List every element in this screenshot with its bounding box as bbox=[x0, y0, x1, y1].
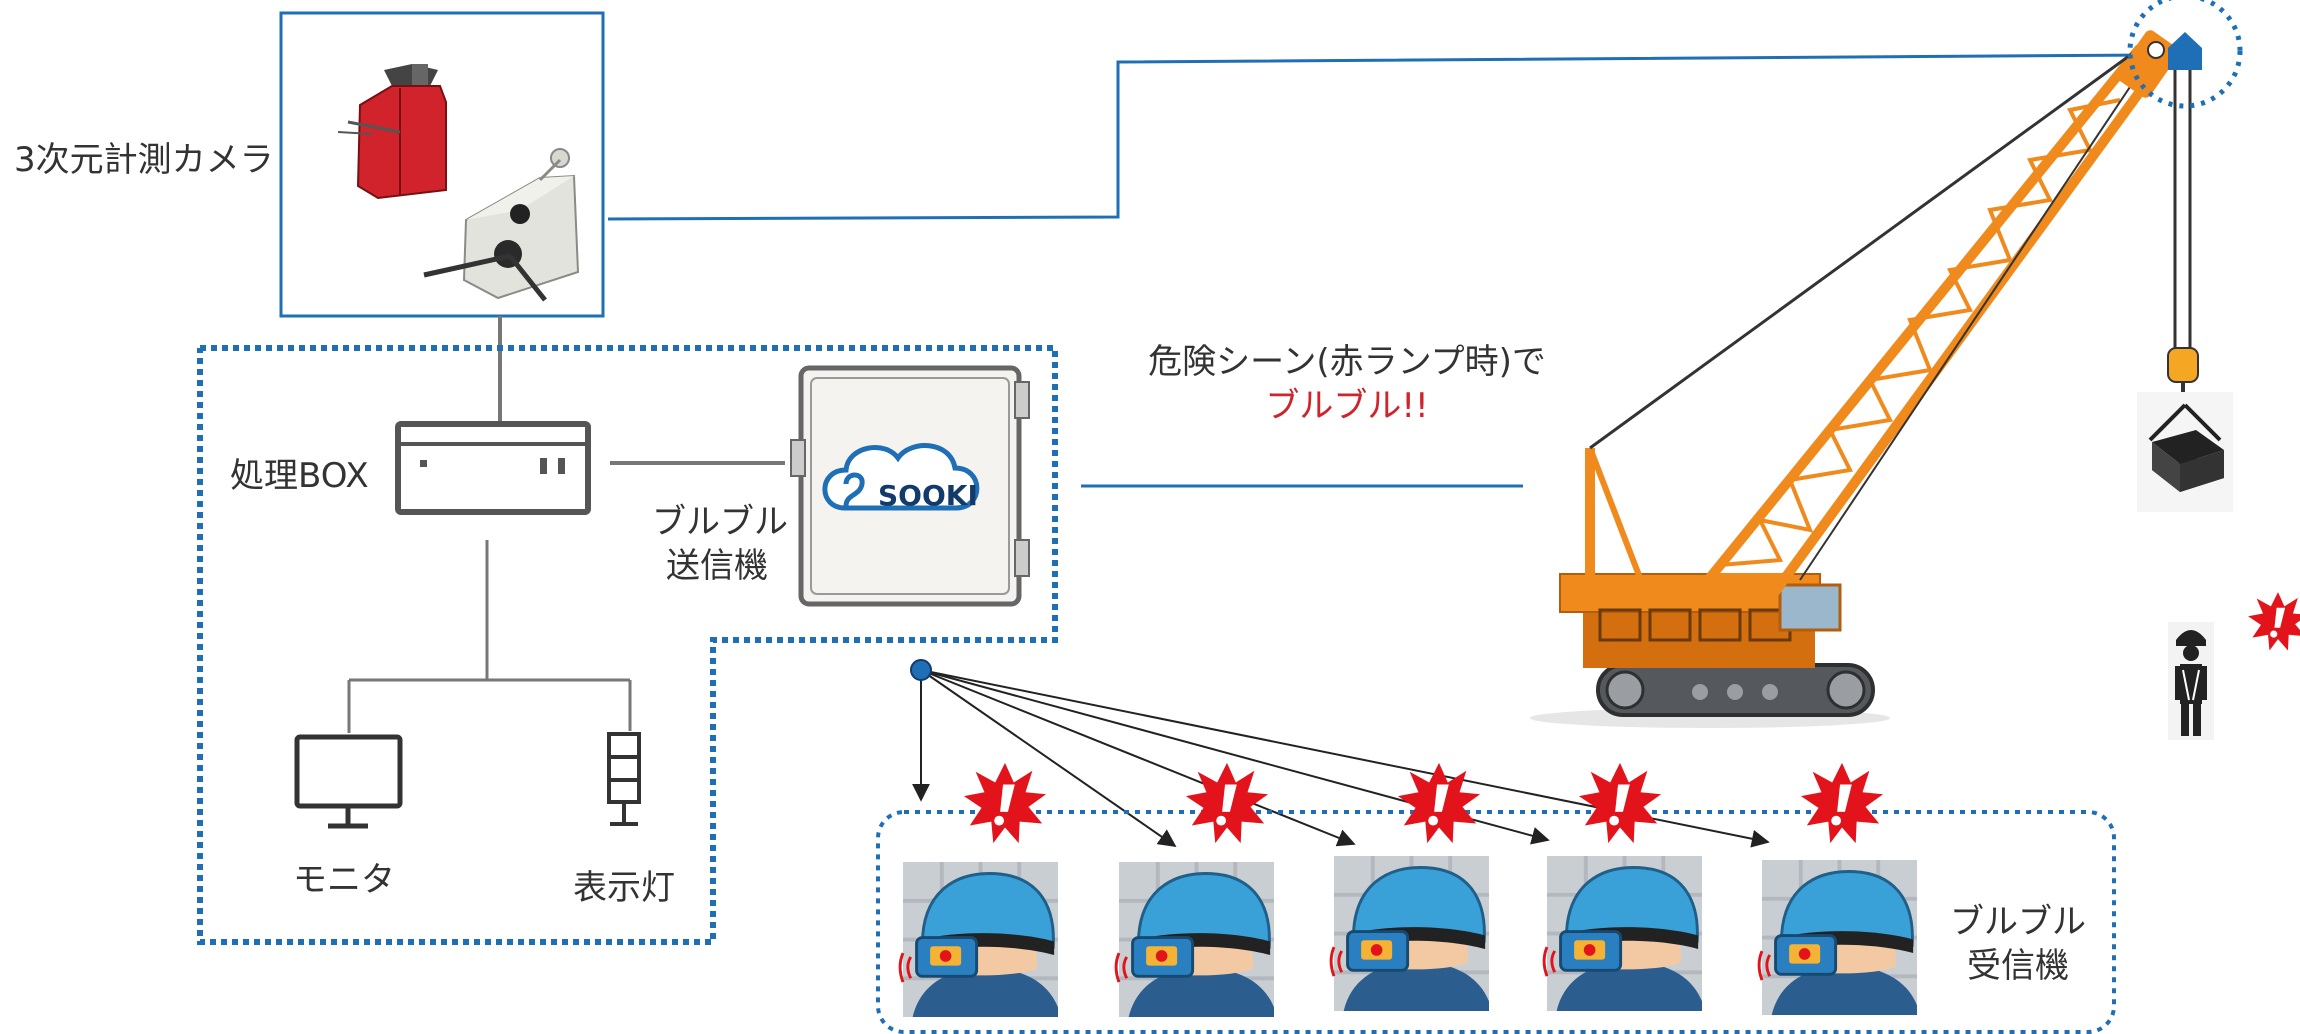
ground-worker-icon bbox=[2168, 622, 2214, 740]
transmitter-label: ブルブル 送信機 bbox=[652, 500, 788, 588]
alert-burst-icon bbox=[963, 762, 1047, 844]
receiver-worker bbox=[1331, 856, 1489, 1011]
monitor-icon bbox=[294, 734, 403, 829]
receiver-label-line2: 受信機 bbox=[1967, 946, 2069, 986]
transmitter-label-line1: ブルブル bbox=[652, 502, 788, 542]
receiver-label: ブルブル 受信機 bbox=[1948, 900, 2088, 988]
output-connectors bbox=[347, 540, 632, 733]
camera-position-marker bbox=[2127, 0, 2243, 109]
camera-link-line bbox=[607, 53, 2153, 221]
suspended-load bbox=[2137, 392, 2233, 512]
monitor-label: モニタ bbox=[293, 860, 395, 900]
processing-box-label: 処理BOX bbox=[230, 456, 369, 496]
camera-label: 3次元計測カメラ bbox=[14, 140, 274, 180]
camera-red-unit bbox=[337, 64, 447, 200]
receiver-worker bbox=[900, 862, 1058, 1017]
processing-box-device bbox=[395, 421, 591, 515]
alert-burst-icon bbox=[1185, 762, 1269, 844]
danger-scene-caption: 危険シーン(赤ランプ時)で ブルブル!! bbox=[1112, 340, 1582, 428]
receivers-border bbox=[876, 810, 2116, 1034]
danger-caption-line1: 危険シーン(赤ランプ時)で bbox=[1148, 342, 1546, 382]
camera-silver-unit bbox=[423, 148, 580, 302]
receiver-label-line1: ブルブル bbox=[1950, 902, 2086, 942]
processing-system-border bbox=[197, 345, 1058, 945]
mounted-camera-icon bbox=[2168, 32, 2202, 70]
indicator-light-label: 表示灯 bbox=[573, 868, 675, 908]
transmitter-logo-text: SOOKI bbox=[878, 479, 978, 512]
receiver-worker bbox=[1544, 856, 1702, 1011]
transmitter-device bbox=[790, 365, 1030, 607]
receiver-worker bbox=[1759, 860, 1917, 1015]
indicator-light-icon bbox=[607, 732, 641, 826]
alert-burst-icon bbox=[1578, 762, 1662, 844]
receiver-worker bbox=[1116, 862, 1274, 1017]
transmitter-label-line2: 送信機 bbox=[666, 546, 768, 586]
crane-illustration bbox=[1530, 30, 2199, 728]
alert-burst-icon bbox=[2248, 592, 2300, 651]
danger-caption-line2: ブルブル!! bbox=[1265, 386, 1429, 426]
broadcast-source-node bbox=[910, 659, 932, 681]
alert-burst-icon bbox=[1397, 762, 1481, 844]
alert-burst-icon bbox=[1800, 762, 1884, 844]
